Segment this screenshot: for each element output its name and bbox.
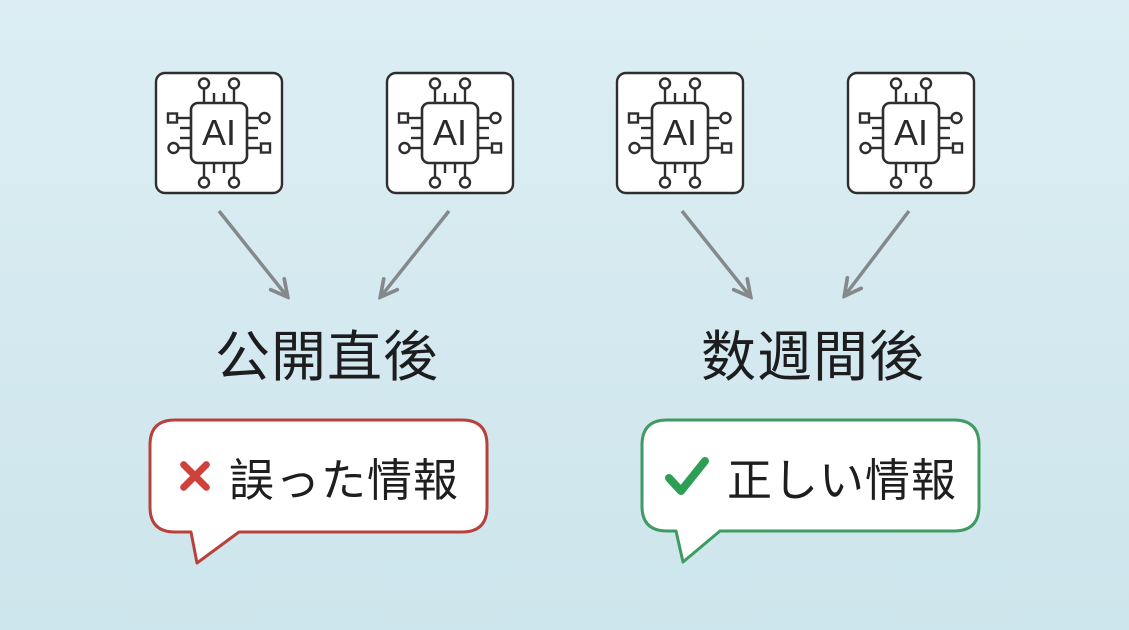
ai-chip-icon: AI [615, 71, 745, 195]
x-mark-icon [180, 461, 210, 491]
period-label-weeks-later: 数週間後 [700, 326, 925, 388]
period-label-immediately-after: 公開直後 [214, 326, 439, 388]
bubble-text-wrong: 誤った情報 [228, 454, 459, 506]
chip-label: AI [433, 112, 467, 153]
ai-chip-icon: AI [154, 71, 284, 195]
chip-label: AI [663, 112, 697, 153]
chip-label: AI [202, 112, 236, 153]
arrow-chip4-to-label2 [846, 209, 911, 294]
bubble-text-correct: 正しい情報 [726, 454, 957, 506]
check-mark-icon [664, 457, 709, 495]
chip-label: AI [894, 112, 928, 153]
ai-chip-icon: AI [846, 71, 976, 195]
bubble-content-correct: 正しい情報 [642, 420, 979, 532]
ai-chip-icon: AI [385, 71, 515, 195]
bubble-content-wrong: 誤った情報 [150, 420, 487, 532]
speech-bubble-correct [640, 418, 981, 564]
speech-bubble-wrong [148, 418, 489, 565]
arrow-chip2-to-label1 [382, 209, 451, 295]
arrow-chip1-to-label1 [217, 209, 286, 295]
arrow-chip3-to-label2 [680, 209, 749, 295]
